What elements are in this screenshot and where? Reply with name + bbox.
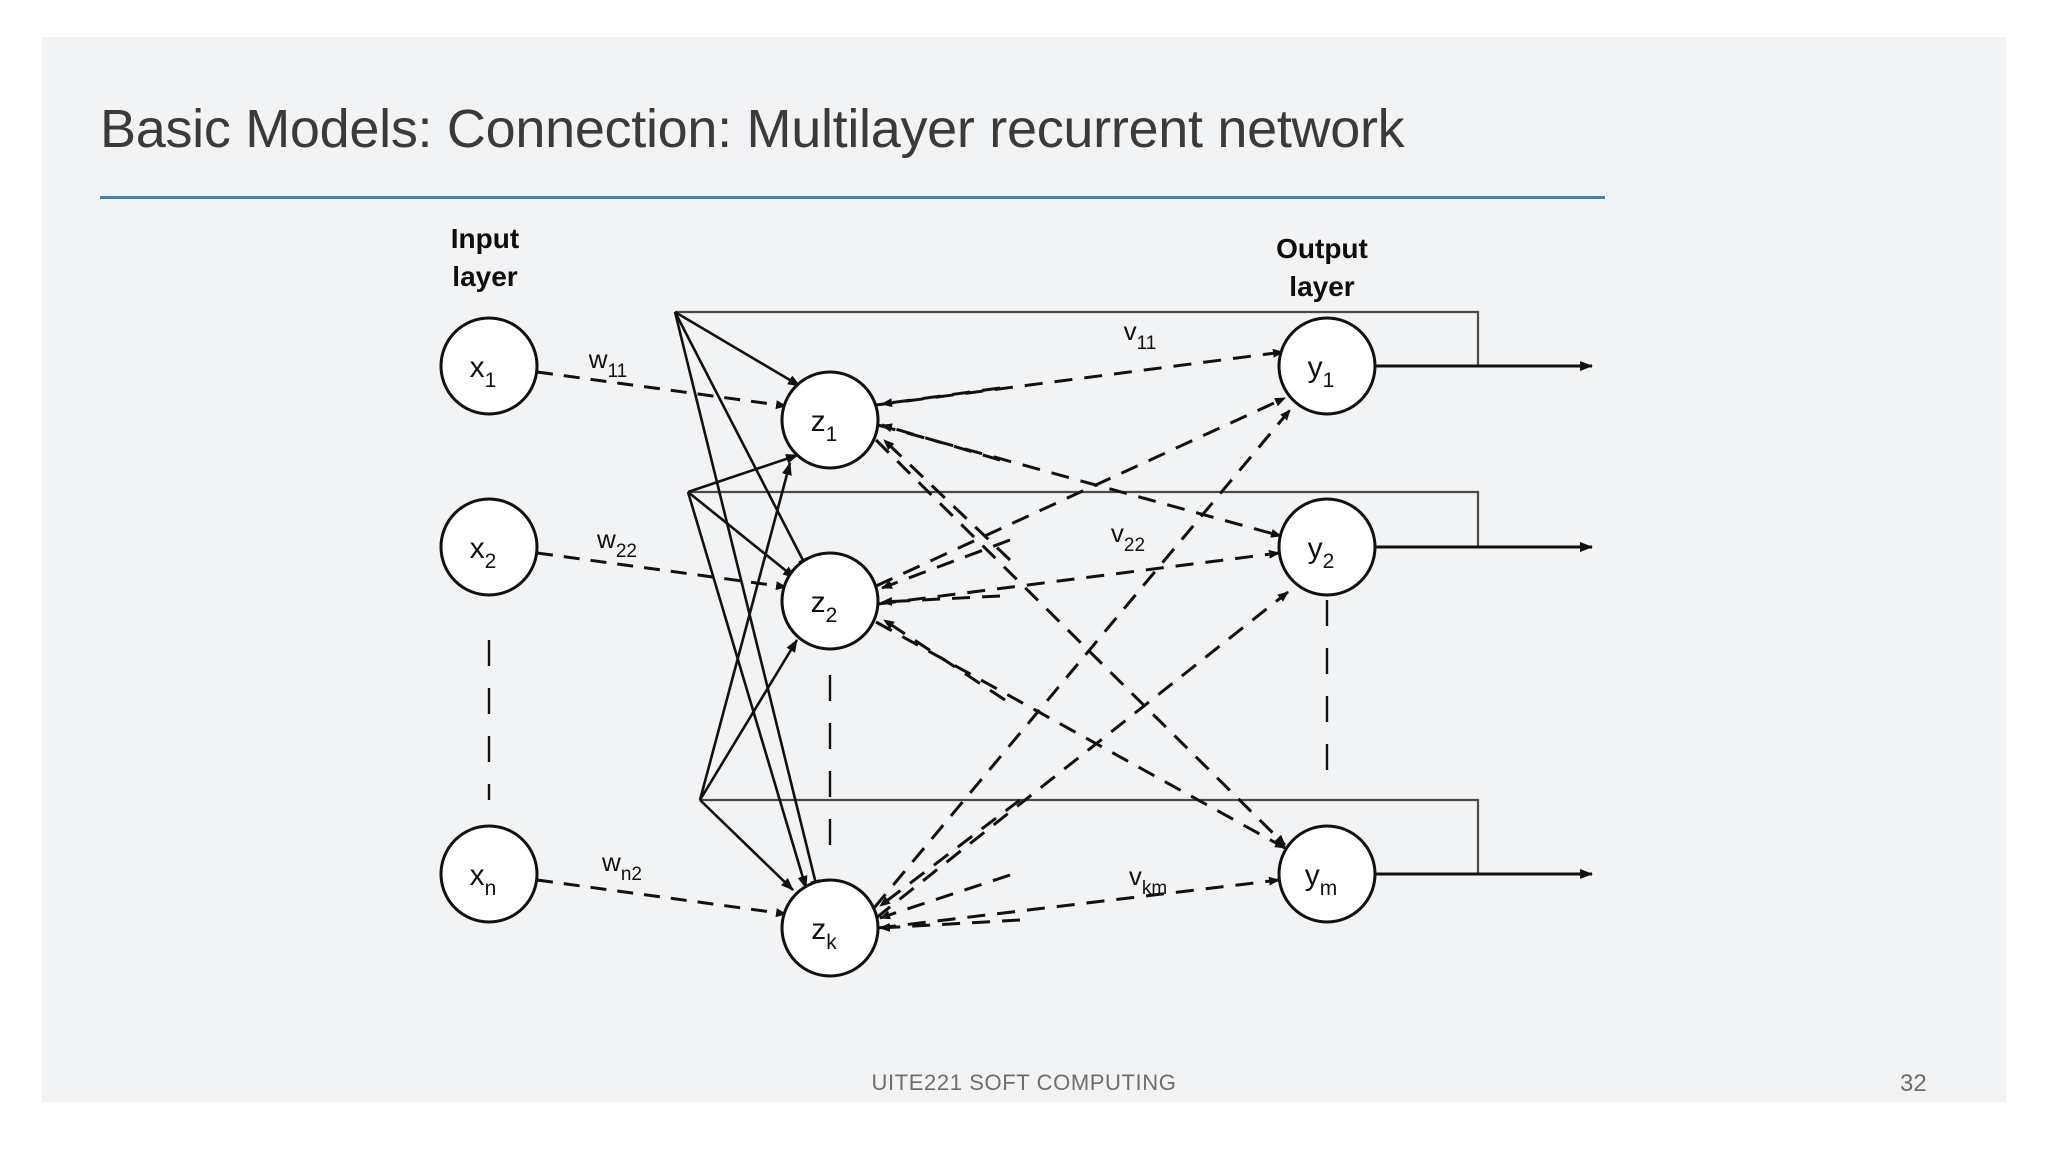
- input-layer-label-line2: layer: [452, 261, 517, 292]
- edge-zk-y1: [872, 409, 1292, 909]
- output-to-hidden-arrowheads: [879, 386, 1021, 932]
- edge-y1-z2: [881, 538, 1011, 590]
- node-y2[interactable]: y2: [1277, 497, 1377, 597]
- node-z2[interactable]: z2: [780, 551, 880, 651]
- edge-y2-zk: [879, 873, 1011, 920]
- weight-label-wn2: wn2: [601, 847, 642, 885]
- edge-fb1-z1: [674, 310, 801, 388]
- output-layer-label-line1: Output: [1276, 233, 1368, 264]
- slide-page-number: 32: [1900, 1070, 1927, 1097]
- edge-y1-z1: [881, 386, 1001, 408]
- node-ym[interactable]: ym: [1277, 824, 1377, 924]
- slide-page: [42, 37, 2006, 1102]
- node-zk[interactable]: zk: [780, 878, 880, 978]
- edge-zk-ym: [877, 876, 1280, 930]
- input-to-hidden-edges: [536, 370, 787, 918]
- edge-z2-y1: [875, 396, 1286, 588]
- edge-z1-y2: [877, 423, 1282, 538]
- node-z1[interactable]: z1: [780, 370, 880, 470]
- weight-label-w11: w11: [588, 344, 628, 382]
- node-group-input: x1 x2 xn: [439, 316, 539, 924]
- node-x1[interactable]: x1: [439, 316, 539, 416]
- edge-zk-y2: [875, 590, 1289, 920]
- input-layer-label-line1: Input: [451, 223, 519, 254]
- node-x2[interactable]: x2: [439, 497, 539, 597]
- edge-x2-z2: [536, 551, 787, 591]
- weight-label-v11: v11: [1124, 316, 1157, 354]
- weight-label-v22: v22: [1111, 518, 1145, 556]
- node-group-hidden: z1 z2 zk: [780, 370, 880, 978]
- edge-fb2-z2: [687, 490, 796, 580]
- page-title: Basic Models: Connection: Multilayer rec…: [100, 99, 1405, 159]
- edge-fbm-z1: [698, 462, 792, 801]
- edge-y1-zk: [879, 798, 1021, 908]
- edge-fb1-zk: [673, 311, 820, 893]
- node-y1[interactable]: y1: [1277, 316, 1377, 416]
- edge-fb2-zk: [686, 491, 808, 889]
- hidden-to-output-edges: [872, 348, 1292, 930]
- edge-z2-y2: [877, 549, 1280, 606]
- edge-ym-zk: [879, 918, 1021, 932]
- edge-ym-z2: [883, 618, 1006, 702]
- edge-fb2-z1: [687, 453, 799, 494]
- edge-xn-zk: [536, 878, 787, 918]
- output-arrows: [1375, 361, 1593, 879]
- edge-z1-y1: [875, 348, 1284, 407]
- edge-fbm-zk: [699, 799, 794, 891]
- edge-z2-ym: [875, 620, 1286, 850]
- edge-fbm-z2: [698, 639, 799, 801]
- slide-footer: UITE221 SOFT COMPUTING: [871, 1070, 1177, 1095]
- node-xn[interactable]: xn: [439, 824, 539, 924]
- edge-z1-ym: [874, 438, 1287, 847]
- edge-x1-z1: [536, 370, 787, 410]
- edge-fb1-z2: [673, 311, 810, 571]
- weight-label-vkm: vkm: [1129, 861, 1167, 899]
- weight-label-w22: w22: [596, 524, 637, 562]
- edge-y2-z2: [881, 594, 1001, 606]
- node-group-output: y1 y2 ym: [1277, 316, 1377, 924]
- layer-captions: Input layer Output layer: [451, 223, 1368, 302]
- title-divider: [100, 196, 1605, 199]
- ellipsis-dashes: [487, 600, 1329, 850]
- output-layer-label-line2: layer: [1289, 271, 1354, 302]
- edge-y2-z1: [881, 423, 1001, 462]
- feedback-fanout-edges: [673, 310, 820, 893]
